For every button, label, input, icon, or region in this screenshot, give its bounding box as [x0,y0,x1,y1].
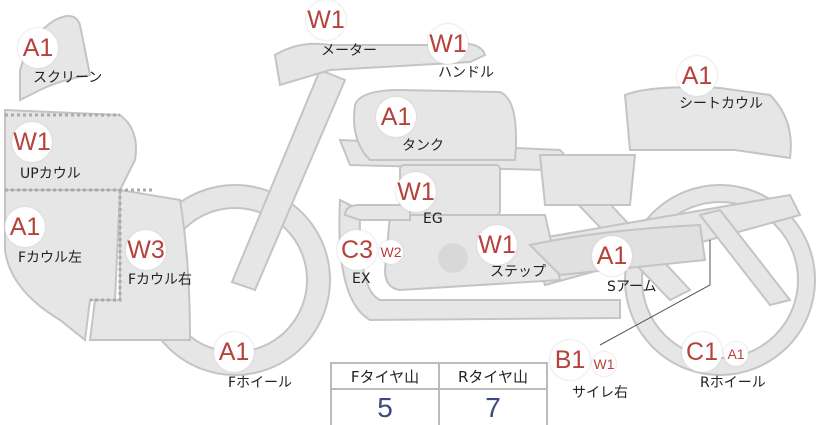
f-tire-header: Fタイヤ山 [330,362,440,390]
swingarm-label: Sアーム [607,279,657,295]
screen-label: スクリーン [33,70,103,86]
muffler-right-grade2-badge[interactable]: W1 [592,352,616,376]
exhaust-grade2-badge[interactable]: W2 [379,240,403,264]
r-tire-header: Rタイヤ山 [438,362,548,390]
engine-shape [383,214,562,292]
exhaust-label: EX [352,271,371,287]
r-tire-value: 7 [438,388,548,425]
handle-grade-badge[interactable]: W1 [428,24,468,64]
f-cowl-right-label: Fカウル右 [128,272,193,288]
f-cowl-left-label: Fカウル左 [18,250,83,266]
tank-grade-badge[interactable]: A1 [376,97,416,137]
seat-cowl-grade-badge[interactable]: A1 [677,56,717,96]
seat-cowl-label: シートカウル [679,96,763,112]
screen-grade-badge[interactable]: A1 [18,28,58,68]
engine-label: EG [423,211,443,227]
f-wheel-label: Fホイール [228,375,293,391]
muffler-right-grade-badge[interactable]: B1 [550,340,590,380]
meter-label: メーター [321,43,377,59]
step-grade-badge[interactable]: W1 [477,225,517,265]
handle-label: ハンドル [438,65,494,81]
tire-tread-table: Fタイヤ山 Rタイヤ山 5 7 [330,362,548,425]
f-tire-value: 5 [330,388,440,425]
f-wheel-grade-badge[interactable]: A1 [214,332,254,372]
tank-label: タンク [402,138,444,154]
meter-grade-badge[interactable]: W1 [306,0,346,40]
engine-grade-badge[interactable]: W1 [396,172,436,212]
up-cowl-grade-badge[interactable]: W1 [12,122,52,162]
f-cowl-right-grade-badge[interactable]: W3 [126,230,166,270]
leader-line [599,240,711,346]
step-label: ステップ [490,264,546,280]
r-wheel-label: Rホイール [700,375,766,391]
up-cowl-label: UPカウル [20,166,81,182]
f-cowl-left-grade-badge[interactable]: A1 [5,207,45,247]
swingarm-grade-badge[interactable]: A1 [592,236,632,276]
r-wheel-grade2-badge[interactable]: A1 [724,342,748,366]
muffler-right-label: サイレ右 [572,385,628,401]
seat-cowl-shape [623,86,792,160]
r-wheel-grade-badge[interactable]: C1 [682,332,722,372]
exhaust-grade-badge[interactable]: C3 [337,230,377,270]
